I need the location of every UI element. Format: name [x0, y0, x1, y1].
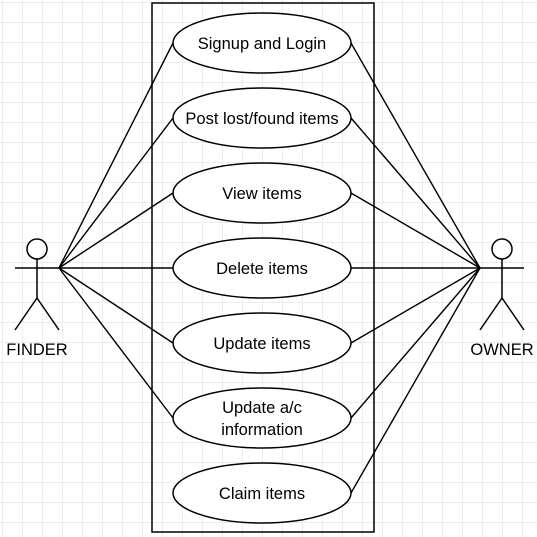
actor-head [26, 238, 48, 260]
association-owner-update [350, 267, 481, 344]
association-owner-update-ac [350, 267, 481, 419]
use-case-label: Delete items [216, 260, 308, 278]
use-case-ellipse [172, 312, 352, 374]
use-case-label: View items [222, 185, 301, 203]
system-boundary [151, 2, 375, 533]
actor-right-leg [501, 297, 525, 331]
use-case-label: information [221, 421, 303, 439]
actor-owner[interactable]: OWNER [470, 238, 534, 359]
use-case-update[interactable]: Update items [172, 312, 352, 374]
use-case-label: Update a/c [222, 399, 302, 417]
actor-finder-label: FINDER [6, 341, 68, 359]
association-owner-view [350, 192, 481, 269]
association-owner-signup [350, 42, 481, 269]
actor-owner-label: OWNER [470, 341, 533, 359]
use-case-ellipse [172, 462, 352, 524]
association-finder-update [58, 267, 174, 344]
use-case-ellipse [172, 237, 352, 299]
use-case-view[interactable]: View items [172, 162, 352, 224]
association-owner-claim [350, 267, 481, 494]
actor-head [491, 238, 513, 260]
association-owner-post [350, 117, 481, 269]
association-lines [58, 42, 481, 494]
use-case-post[interactable]: Post lost/found items [172, 87, 352, 149]
actor-right-leg [36, 297, 60, 331]
actor-left-leg [479, 297, 503, 331]
use-case-delete[interactable]: Delete items [172, 237, 352, 299]
use-case-claim[interactable]: Claim items [172, 462, 352, 524]
use-case-label: Claim items [219, 485, 305, 503]
use-case-label: Signup and Login [198, 35, 326, 53]
association-finder-signup [58, 42, 174, 269]
use-case-update-ac[interactable]: Update a/c information [172, 387, 352, 449]
use-case-ellipse [172, 87, 352, 149]
use-case-ellipse [172, 162, 352, 224]
use-case-signup[interactable]: Signup and Login [172, 12, 352, 74]
association-finder-view [58, 192, 174, 269]
use-case-ellipse [172, 12, 352, 74]
association-finder-post [58, 117, 174, 269]
actor-left-leg [14, 297, 38, 331]
use-case-label: Update items [213, 335, 310, 353]
association-finder-update-ac [58, 267, 174, 419]
use-case-label: Post lost/found items [185, 110, 338, 128]
actor-finder[interactable]: FINDER [6, 238, 68, 359]
use-case-ellipse [172, 387, 352, 449]
